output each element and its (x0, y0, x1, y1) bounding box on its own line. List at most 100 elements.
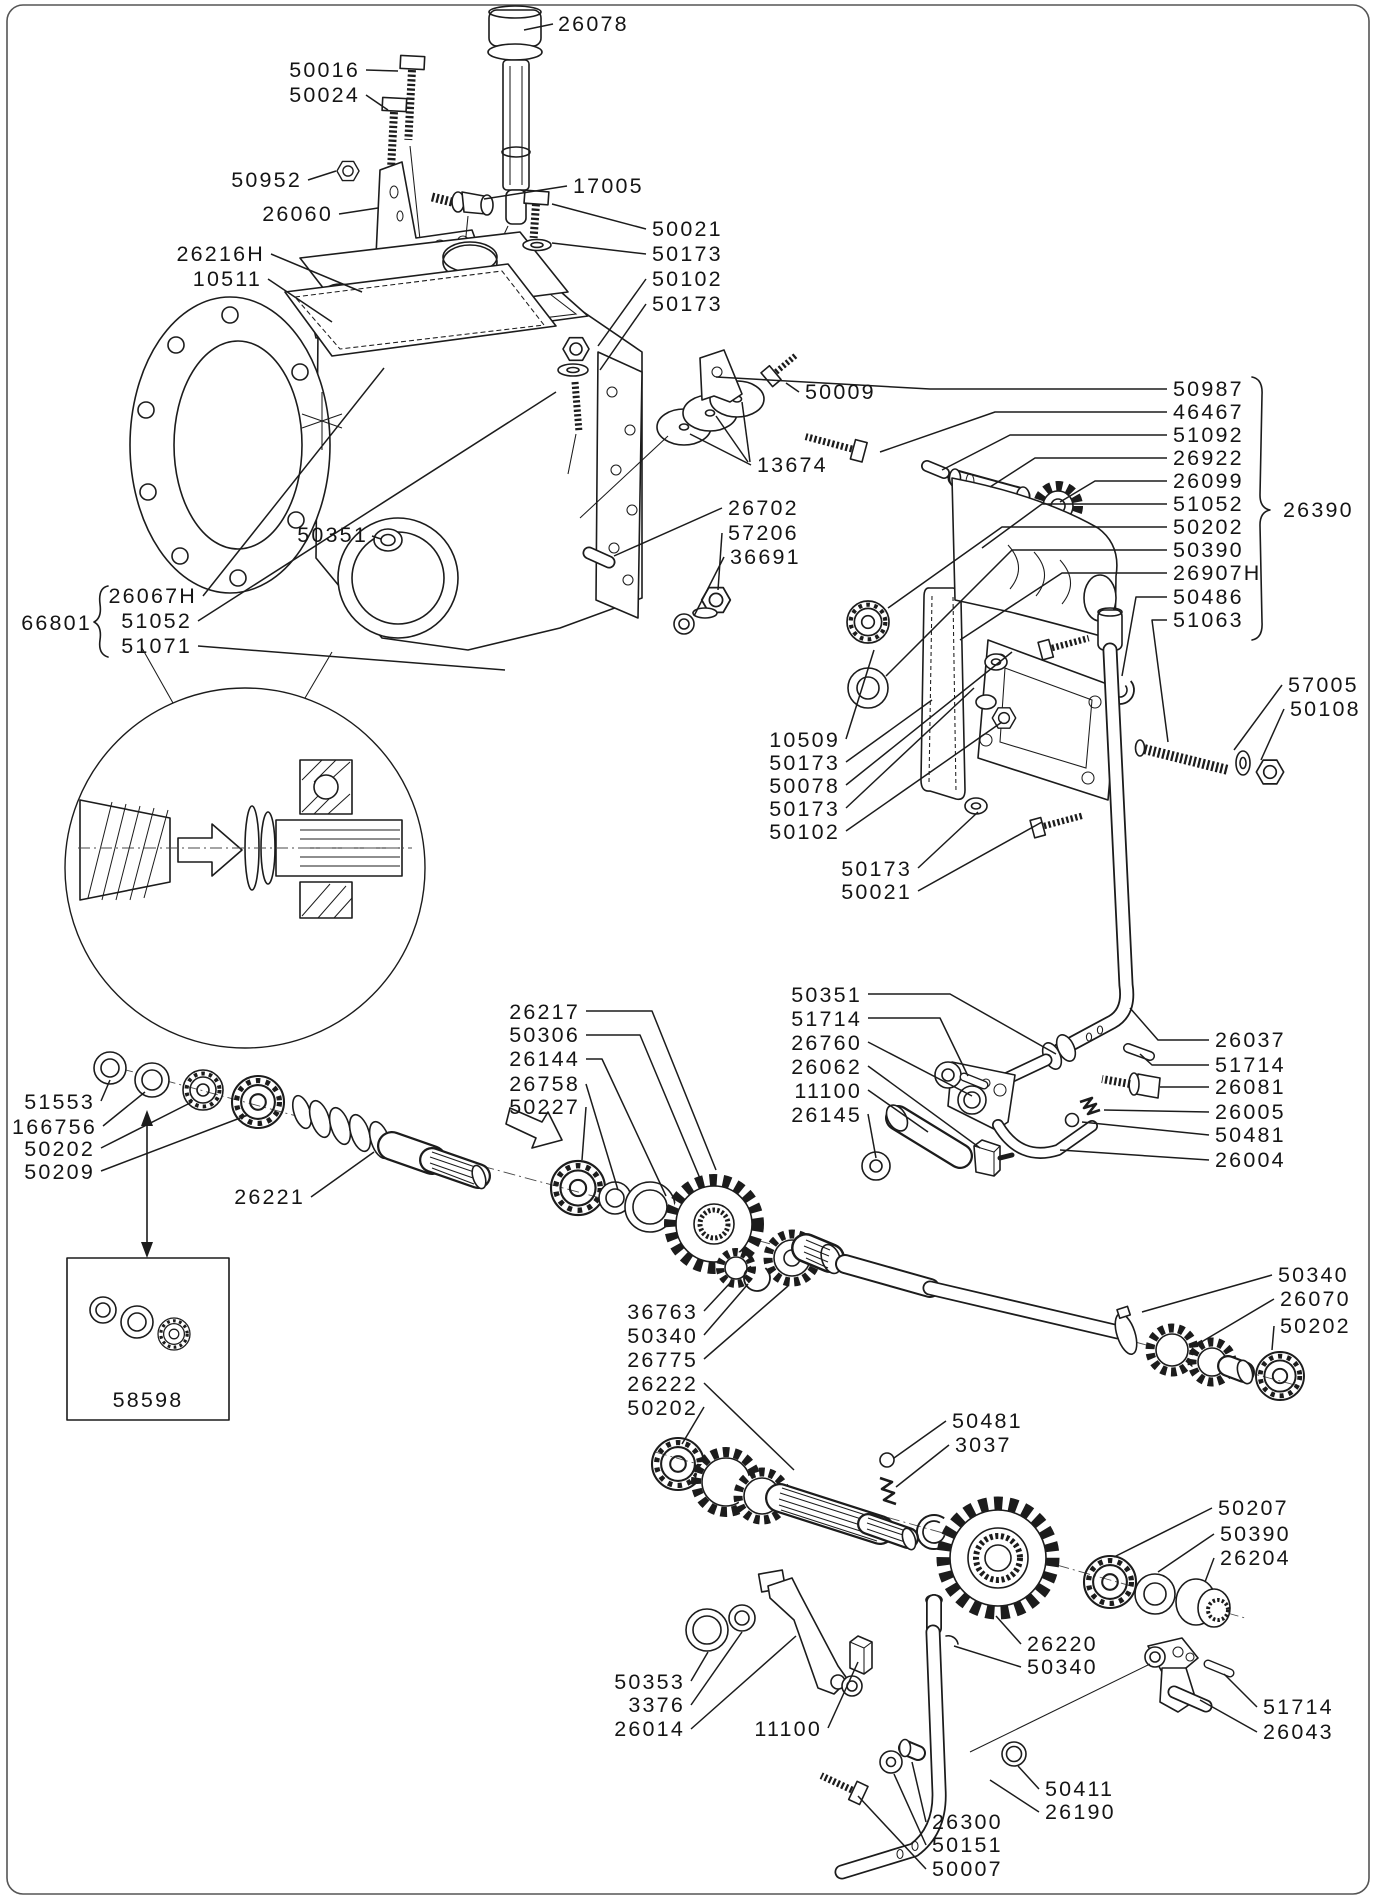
part-label-26702: 26702 (728, 496, 799, 520)
leader-26217 (586, 1010, 717, 1171)
leader-50024 (365, 94, 389, 111)
part-label-26190: 26190 (1045, 1800, 1116, 1824)
spring-26005 (1079, 1096, 1101, 1116)
leader-3037 (895, 1444, 950, 1488)
leader-50227 (581, 1106, 587, 1161)
ball-50481-upper (1064, 1112, 1080, 1128)
part-label-26144: 26144 (509, 1047, 580, 1071)
part-label-50102: 50102 (769, 820, 840, 844)
leader-51071 (197, 645, 506, 671)
leader-50202 (100, 1101, 193, 1149)
part-label-50009: 50009 (805, 380, 876, 404)
part-label-46467: 46467 (1173, 400, 1244, 424)
leader-50173 (917, 811, 979, 869)
leader-51063 (1151, 619, 1169, 743)
pin-26702 (582, 546, 616, 569)
bearing-cross-section (299, 759, 353, 919)
bolt-46467 (804, 433, 868, 463)
part-label-26067H: 26067H (108, 584, 197, 608)
leader-50353 (690, 1651, 709, 1682)
part-label-58598: 58598 (113, 1388, 184, 1412)
leader-50202 (681, 1406, 705, 1445)
leader-50340 (953, 1645, 1022, 1668)
part-label-10511: 10511 (193, 267, 262, 291)
part-label-3376: 3376 (628, 1693, 685, 1717)
leader-50021 (917, 821, 1043, 892)
leader-26220 (995, 1615, 1022, 1645)
leader-50202 (1271, 1325, 1275, 1351)
leader-50209 (100, 1114, 249, 1172)
part-label-51052: 51052 (121, 609, 192, 633)
block-26062 (973, 1139, 1015, 1177)
part-label-26222: 26222 (627, 1372, 698, 1396)
leader-50009 (785, 382, 800, 393)
leader-26758 (585, 1083, 619, 1191)
lever-26014 (757, 1569, 863, 1697)
leader-26775 (703, 1285, 789, 1360)
leader-26099 (1059, 480, 1167, 503)
leader-26221 (310, 1151, 375, 1198)
leader-26216H (270, 253, 363, 293)
leader-26062 (867, 1065, 981, 1149)
input-shaft-26221 (291, 1094, 491, 1190)
housing-bore (337, 517, 459, 639)
part-label-51092: 51092 (1173, 423, 1244, 447)
nut-50102-stack (557, 336, 590, 475)
leader-166756 (102, 1091, 146, 1127)
part-label-66801: 66801 (21, 611, 92, 635)
output-shaft (835, 1254, 1126, 1340)
part-label-50481: 50481 (1215, 1123, 1286, 1147)
part-label-50173: 50173 (841, 857, 912, 881)
leader-11100 (827, 1661, 859, 1729)
washer-nut-50108 (1235, 750, 1285, 785)
washer-36691 (673, 613, 695, 635)
leader-26300 (911, 1761, 927, 1823)
kit-box-58598 (66, 1257, 230, 1421)
leader-36691 (693, 556, 725, 617)
cluster-shaft-26222 (691, 1447, 919, 1551)
pin-51714-lower (959, 1072, 989, 1090)
part-label-51553: 51553 (24, 1090, 95, 1114)
snapring-50340-gear (945, 1634, 959, 1645)
part-label-50207: 50207 (1218, 1496, 1289, 1520)
part-label-166756: 166756 (12, 1115, 97, 1139)
leader-26922 (989, 457, 1167, 488)
leader-51052 (197, 391, 557, 622)
gear-26220 (936, 1496, 1060, 1645)
ring-50411 (1001, 1741, 1027, 1767)
coupling-26204 (1175, 1578, 1231, 1628)
bolt-26081 (1101, 1072, 1161, 1099)
part-label-51714: 51714 (1215, 1053, 1286, 1077)
leader-26005 (1103, 1109, 1210, 1113)
part-label-50353: 50353 (614, 1670, 685, 1694)
part-label-26037: 26037 (1215, 1028, 1286, 1052)
nut-50952 (336, 160, 360, 182)
group-brace-26390 (1251, 376, 1271, 641)
part-label-17005: 17005 (573, 174, 644, 198)
leader-26037 (1129, 1007, 1209, 1041)
part-label-26070: 26070 (1280, 1287, 1351, 1311)
part-label-51071: 51071 (121, 634, 192, 658)
part-label-26043: 26043 (1263, 1720, 1334, 1744)
part-label-26060: 26060 (262, 202, 333, 226)
part-label-50390: 50390 (1220, 1522, 1291, 1546)
gear-50306 (664, 1174, 764, 1274)
part-label-51052: 51052 (1173, 492, 1244, 516)
leader-50340 (1141, 1274, 1273, 1313)
part-label-50108: 50108 (1290, 697, 1361, 721)
part-label-26758: 26758 (509, 1072, 580, 1096)
part-label-50952: 50952 (231, 168, 302, 192)
washer-50173-top (522, 238, 552, 252)
leader-50340 (703, 1283, 749, 1336)
washer-50151 (879, 1750, 903, 1774)
leader-26070 (1197, 1298, 1275, 1345)
part-label-50306: 50306 (509, 1023, 580, 1047)
part-label-50173: 50173 (769, 751, 840, 775)
part-label-50340: 50340 (1027, 1655, 1098, 1679)
vent-symbol (301, 392, 343, 450)
leader-50173 (551, 242, 647, 255)
seal-50351 (373, 528, 403, 552)
leader-50151 (893, 1773, 927, 1846)
block-11100-bottom (849, 1635, 873, 1675)
